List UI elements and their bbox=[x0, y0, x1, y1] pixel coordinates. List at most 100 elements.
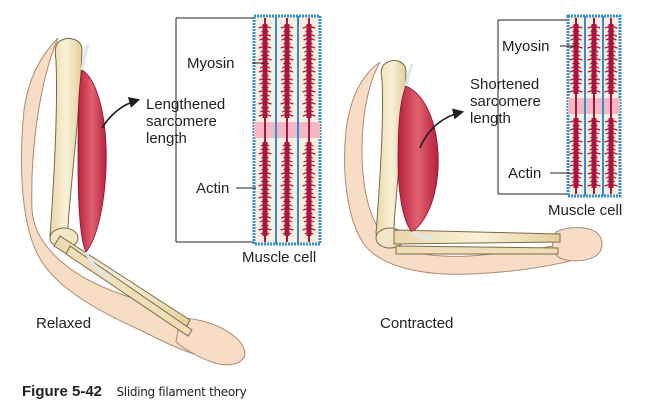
cross-bridge bbox=[587, 171, 601, 175]
cross-bridge bbox=[587, 69, 601, 73]
cross-bridge bbox=[261, 29, 269, 33]
cross-bridge bbox=[304, 105, 314, 109]
cross-bridge bbox=[589, 179, 599, 183]
cross-bridge bbox=[569, 89, 583, 93]
cross-bridge bbox=[589, 49, 599, 53]
relaxed-state-label: Relaxed bbox=[36, 315, 92, 332]
cross-bridge bbox=[305, 155, 313, 159]
cross-bridge bbox=[282, 49, 292, 53]
relaxed-arm-illustration bbox=[20, 37, 246, 366]
cross-bridge bbox=[570, 77, 582, 81]
cross-bridge bbox=[605, 131, 617, 135]
cross-bridge bbox=[304, 53, 314, 57]
cross-bridge bbox=[570, 37, 582, 41]
cross-bridge bbox=[302, 89, 316, 93]
cross-bridge bbox=[283, 73, 291, 77]
contracted-tendon-upper bbox=[404, 63, 414, 87]
cross-bridge bbox=[259, 175, 271, 179]
cross-bridge bbox=[302, 113, 316, 117]
cross-bridge bbox=[302, 101, 316, 105]
relaxed-myofibril-3 bbox=[302, 18, 316, 242]
cross-bridge bbox=[607, 123, 615, 127]
relaxed-hand bbox=[175, 317, 246, 366]
cross-bridge bbox=[588, 175, 600, 179]
cross-bridge bbox=[258, 207, 272, 211]
contracted-cell-label: Muscle cell bbox=[548, 202, 623, 219]
relaxed-cell-label: Muscle cell bbox=[242, 249, 317, 266]
cross-bridge bbox=[259, 77, 271, 81]
cross-bridge bbox=[282, 97, 292, 101]
relaxed-pointer-arrow bbox=[101, 97, 141, 129]
cross-bridge bbox=[302, 183, 316, 187]
cross-bridge bbox=[569, 25, 583, 29]
cross-bridge bbox=[587, 127, 601, 131]
cross-bridge bbox=[280, 227, 294, 231]
cross-bridge bbox=[304, 61, 314, 65]
cross-bridge bbox=[305, 41, 313, 45]
contracted-ulna-bone bbox=[395, 245, 559, 255]
cross-bridge bbox=[260, 53, 270, 57]
cross-bridge bbox=[305, 167, 313, 171]
cross-bridge bbox=[303, 203, 315, 207]
cross-bridge bbox=[571, 49, 581, 53]
cross-bridge bbox=[281, 159, 293, 163]
cross-bridge bbox=[607, 85, 615, 89]
cross-bridge bbox=[572, 73, 580, 77]
contracted-arm-illustration bbox=[344, 59, 603, 275]
cross-bridge bbox=[605, 37, 617, 41]
cross-bridge bbox=[590, 167, 598, 171]
cross-bridge bbox=[281, 33, 293, 37]
cross-bridge bbox=[304, 179, 314, 183]
cross-bridge bbox=[259, 219, 271, 223]
cross-bridge bbox=[604, 183, 618, 187]
cross-bridge bbox=[587, 183, 601, 187]
contracted-filaments bbox=[569, 18, 618, 194]
cross-bridge bbox=[302, 163, 316, 167]
cross-bridge bbox=[569, 57, 583, 61]
cross-bridge bbox=[258, 101, 272, 105]
cross-bridge bbox=[588, 37, 600, 41]
cross-bridge bbox=[258, 183, 272, 187]
cross-bridge bbox=[304, 223, 314, 227]
cross-bridge bbox=[607, 167, 615, 171]
cross-bridge bbox=[589, 53, 599, 57]
cross-bridge bbox=[304, 231, 314, 235]
cross-bridge bbox=[302, 227, 316, 231]
cross-bridge bbox=[282, 61, 292, 65]
cross-bridge bbox=[303, 159, 315, 163]
cross-bridge bbox=[570, 159, 582, 163]
cross-bridge bbox=[282, 93, 292, 97]
contracted-sarcomere-label: Shortened sarcomere length bbox=[470, 76, 541, 127]
cross-bridge bbox=[280, 207, 294, 211]
cross-bridge bbox=[590, 73, 598, 77]
cross-bridge bbox=[605, 159, 617, 163]
contracted-myofibril-3 bbox=[604, 18, 618, 194]
cross-bridge bbox=[604, 151, 618, 155]
cross-bridge bbox=[303, 77, 315, 81]
cross-bridge bbox=[282, 187, 292, 191]
figure-title: Sliding filament theory bbox=[116, 385, 247, 399]
cross-bridge bbox=[260, 93, 270, 97]
cross-bridge bbox=[303, 65, 315, 69]
cross-bridge bbox=[587, 139, 601, 143]
cross-bridge bbox=[259, 65, 271, 69]
cross-bridge bbox=[258, 215, 272, 219]
cross-bridge bbox=[280, 101, 294, 105]
cross-bridge bbox=[281, 65, 293, 69]
cross-bridge bbox=[606, 147, 616, 151]
cross-bridge bbox=[604, 127, 618, 131]
cross-bridge bbox=[259, 159, 271, 163]
cross-bridge bbox=[587, 57, 601, 61]
cross-bridge bbox=[587, 45, 601, 49]
cross-bridge bbox=[282, 179, 292, 183]
relaxed-myofibril-1 bbox=[258, 18, 272, 242]
cross-bridge bbox=[258, 171, 272, 175]
cross-bridge bbox=[572, 41, 580, 45]
cross-bridge bbox=[258, 227, 272, 231]
cross-bridge bbox=[587, 25, 601, 29]
relaxed-actin-label: Actin bbox=[196, 180, 230, 197]
cross-bridge bbox=[607, 155, 615, 159]
cross-bridge bbox=[571, 61, 581, 65]
cross-bridge bbox=[604, 89, 618, 93]
cross-bridge bbox=[587, 151, 601, 155]
